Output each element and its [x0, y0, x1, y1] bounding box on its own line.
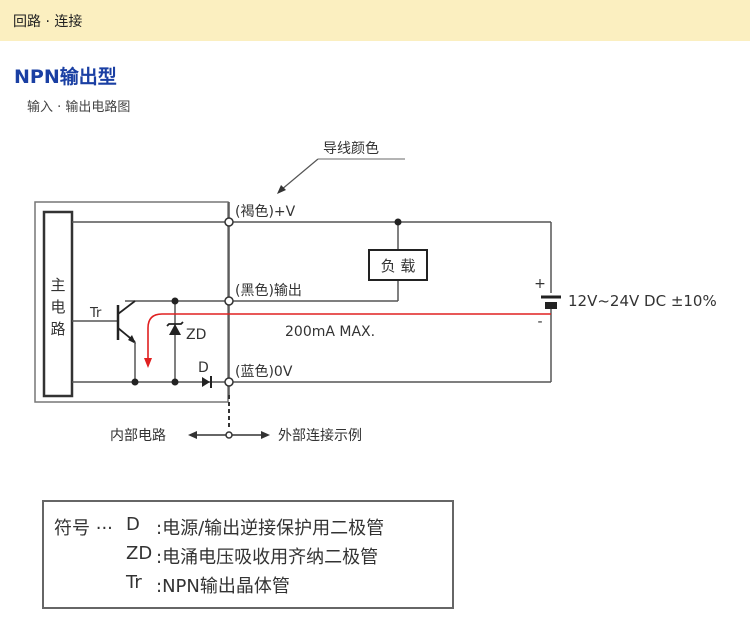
battery-negative-plate: [545, 302, 557, 309]
boundary-node: [225, 431, 233, 439]
junction-zener-top: [171, 297, 179, 305]
diode-label: D: [198, 360, 209, 376]
load-label: 负 载: [381, 257, 416, 275]
current-path: [147, 313, 551, 360]
internal-circuit-label: 内部电路: [110, 428, 166, 444]
terminal-label-plus-v: (褐色)+V: [235, 203, 296, 220]
legend-symbol-tr: Tr: [126, 572, 142, 593]
legend-symbol-zd: ZD: [126, 543, 153, 564]
legend-symbol-d: D: [126, 514, 140, 535]
external-arrowhead: [261, 431, 270, 439]
section-subtitle: 输入 · 输出电路图: [27, 100, 131, 115]
supply-minus-sign: -: [537, 314, 542, 330]
symbol-legend: 符号 ··· D :电源/输出逆接保护用二极管 ZD :电涌电压吸收用齐纳二极管…: [42, 500, 454, 609]
junction-zener-bottom: [171, 378, 179, 386]
current-path-arrowhead: [144, 358, 152, 368]
legend-desc-d: :电源/输出逆接保护用二极管: [156, 518, 385, 539]
section-title: NPN输出型: [14, 66, 117, 88]
internal-arrowhead: [188, 431, 197, 439]
transistor-label: Tr: [89, 306, 102, 321]
zener-bar: [166, 321, 184, 327]
load-box: [368, 249, 428, 281]
main-circuit-label-1: 主: [50, 276, 65, 294]
transistor-collector: [117, 300, 136, 315]
main-circuit-block: [42, 210, 74, 398]
wire-color-label: 导线颜色: [323, 140, 379, 157]
main-circuit-label-3: 路: [50, 320, 65, 338]
supply-plus-sign: +: [534, 276, 546, 292]
junction-emitter: [131, 378, 139, 386]
header-title: 回路 · 连接: [13, 14, 83, 30]
external-connection-label: 外部连接示例: [278, 427, 362, 444]
terminal-zero-v: [224, 377, 234, 387]
section-header-bar: 回路 · 连接: [0, 0, 750, 41]
terminal-output: [224, 296, 234, 306]
terminal-label-output: (黑色)输出: [235, 282, 302, 299]
wire-color-arrowhead: [277, 185, 286, 194]
legend-desc-tr: :NPN输出晶体管: [156, 576, 290, 597]
legend-prefix: 符号 ···: [54, 518, 113, 539]
zener-diode-symbol: [169, 324, 181, 335]
transistor-emitter-arrow: [128, 335, 136, 344]
terminal-label-zero-v: (蓝色)0V: [235, 363, 293, 380]
protection-diode-symbol: [202, 377, 210, 387]
main-circuit-label-2: 电: [50, 298, 65, 316]
terminal-plus-v: [224, 217, 234, 227]
zener-label: ZD: [186, 327, 206, 343]
supply-label: 12V~24V DC ±10%: [568, 292, 717, 310]
current-label: 200mA MAX.: [285, 324, 375, 340]
legend-desc-zd: :电涌电压吸收用齐纳二极管: [156, 547, 379, 568]
wire-color-pointer: [280, 158, 319, 191]
junction-load: [394, 218, 402, 226]
